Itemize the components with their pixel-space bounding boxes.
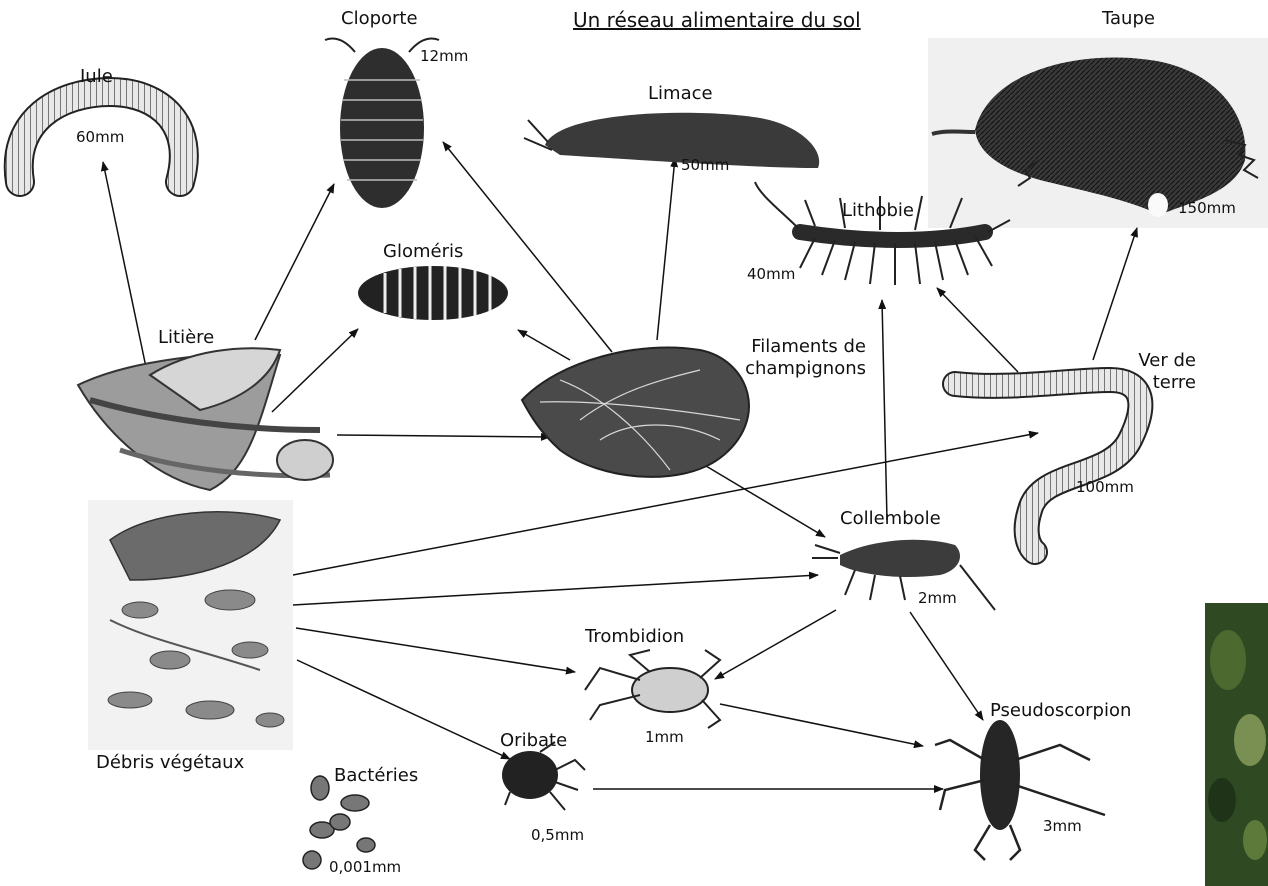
- oribate-label: Oribate: [500, 730, 567, 752]
- taupe-size: 150mm: [1178, 199, 1236, 217]
- glomeris-label: Gloméris: [383, 241, 463, 263]
- ver-size: 100mm: [1076, 478, 1134, 496]
- photo-fragment: [1205, 603, 1268, 886]
- limace-label: Limace: [648, 83, 713, 105]
- ver-label-line2: terre: [1130, 372, 1196, 394]
- trombidion-size: 1mm: [645, 728, 684, 746]
- cloporte-label: Cloporte: [341, 8, 418, 30]
- filaments-label: Filaments de champignons: [680, 336, 866, 379]
- arrow-filaments-to-limace: [657, 158, 675, 340]
- diagram-title: Un réseau alimentaire du sol: [573, 8, 861, 32]
- arrow-collembole-to-lithobie: [882, 300, 887, 520]
- arrow-litiere-to-filaments: [337, 435, 550, 437]
- bacteries-size: 0,001mm: [329, 858, 401, 876]
- arrow-litiere-to-glomeris: [272, 329, 358, 412]
- arrow-debris-to-trombidion: [296, 628, 575, 672]
- ver-illustration: [955, 380, 1140, 552]
- arrow-debris-to-oribate: [297, 660, 510, 759]
- iule-label: Iule: [80, 66, 113, 88]
- limace-illustration: [524, 113, 819, 168]
- arrow-collembole-to-pseudoscorpion: [910, 612, 983, 720]
- arrow-litiere-to-cloporte: [255, 184, 334, 340]
- arrow-ver-to-lithobie: [937, 288, 1018, 372]
- litiere-illustration: [78, 348, 333, 490]
- arrow-debris-to-collembole: [293, 575, 818, 605]
- taupe-label: Taupe: [1102, 8, 1155, 30]
- glomeris-illustration: [358, 266, 508, 320]
- debris-label: Débris végétaux: [96, 752, 244, 774]
- arrow-litiere-to-iule: [103, 162, 147, 372]
- cloporte-size: 12mm: [420, 47, 468, 65]
- arrow-ver-to-taupe: [1093, 228, 1137, 360]
- arrow-filaments-to-glomeris: [518, 330, 570, 360]
- bacteries-label: Bactéries: [334, 765, 418, 787]
- iule-size: 60mm: [76, 128, 124, 146]
- ver-label-line1: Ver de: [1130, 350, 1196, 372]
- collembole-illustration: [812, 540, 995, 610]
- trombidion-label: Trombidion: [585, 626, 684, 648]
- trombidion-illustration: [585, 650, 720, 728]
- collembole-label: Collembole: [840, 508, 941, 530]
- debris-illustration: [88, 500, 293, 750]
- limace-size: 50mm: [681, 156, 729, 174]
- filaments-label-line2: champignons: [680, 358, 866, 380]
- ver-label: Ver de terre: [1130, 350, 1196, 393]
- lithobie-size: 40mm: [747, 265, 795, 283]
- pseudoscorpion-label: Pseudoscorpion: [990, 700, 1131, 722]
- pseudoscorpion-size: 3mm: [1043, 817, 1082, 835]
- bacteries-illustration: [303, 776, 375, 869]
- lithobie-label: Lithobie: [842, 200, 914, 222]
- arrow-filaments-to-cloporte: [443, 142, 612, 352]
- litiere-label: Litière: [158, 327, 214, 349]
- arrow-collembole-to-trombidion: [715, 610, 836, 679]
- filaments-label-line1: Filaments de: [680, 336, 866, 358]
- collembole-size: 2mm: [918, 589, 957, 607]
- oribate-illustration: [502, 742, 585, 810]
- pseudoscorpion-illustration: [935, 720, 1105, 860]
- oribate-size: 0,5mm: [531, 826, 584, 844]
- arrow-trombidion-to-pseudoscorpion: [720, 704, 923, 746]
